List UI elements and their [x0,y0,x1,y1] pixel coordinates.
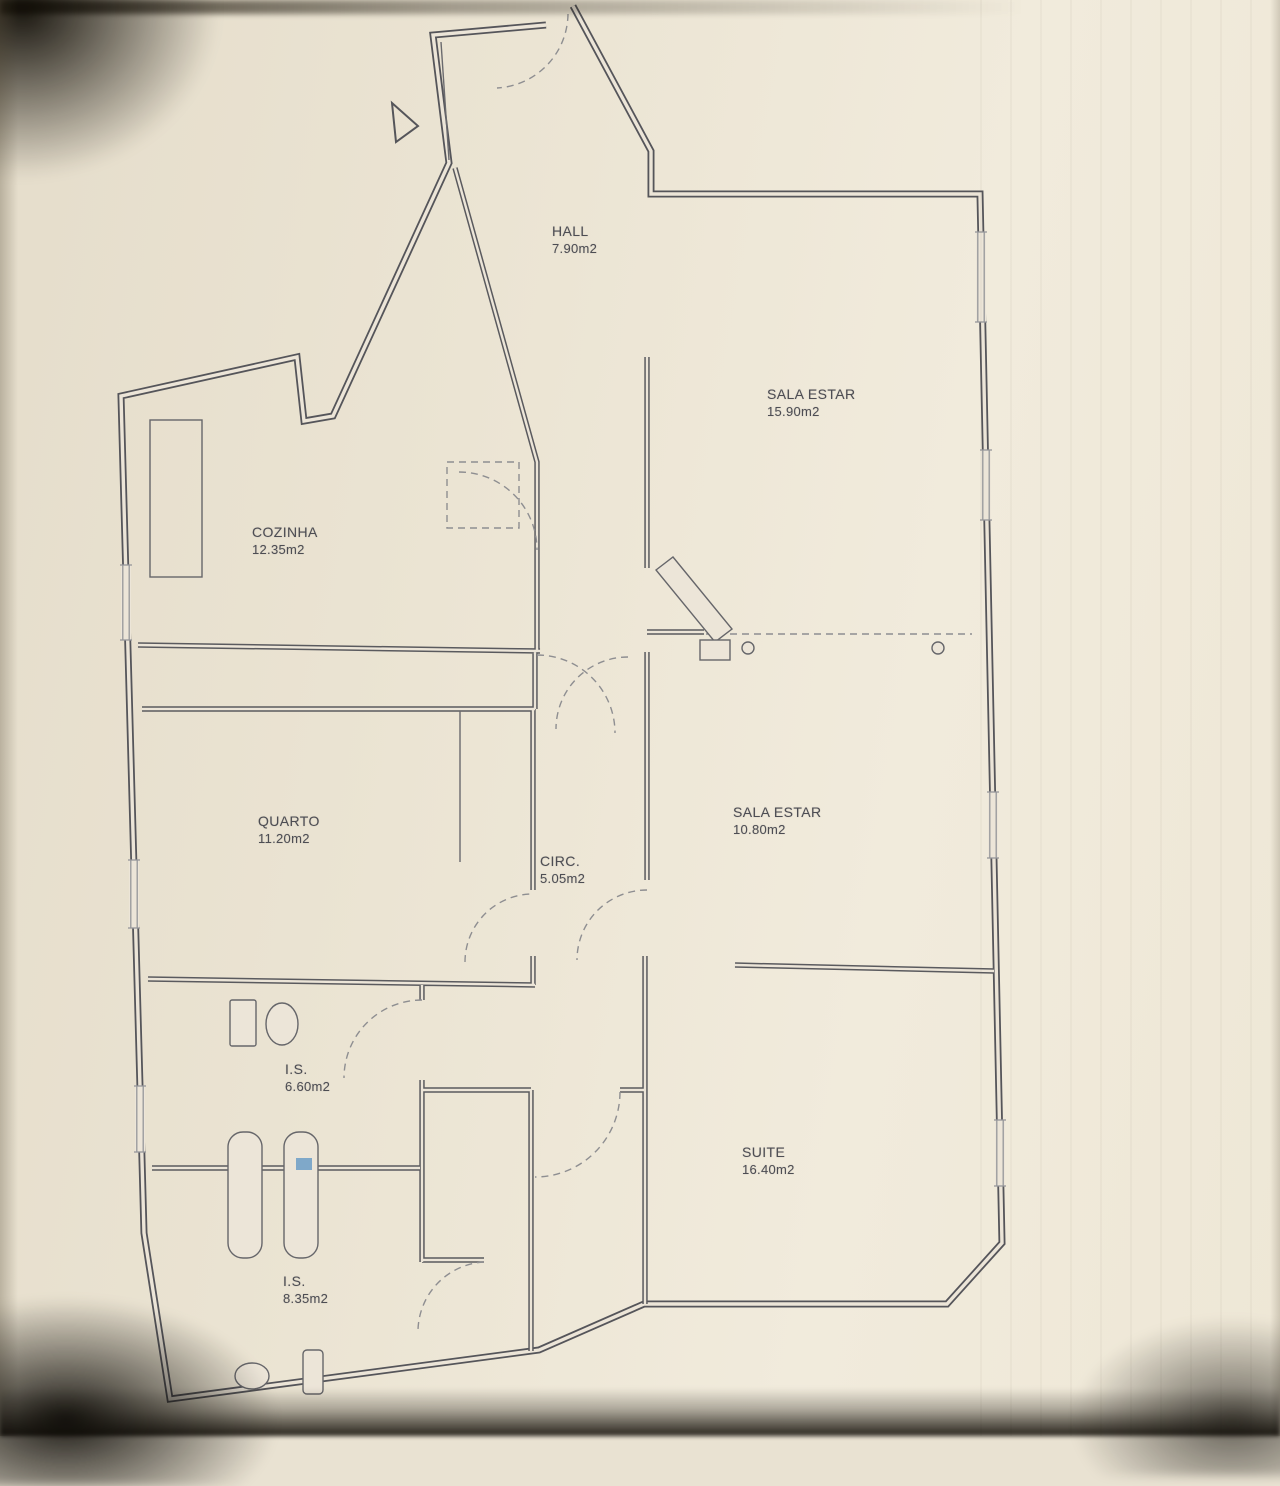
entrance-door-arc [496,13,569,89]
floorplan-drawing [0,0,1006,1436]
is2-door-arc [417,1261,485,1331]
shower-fixture-1 [227,1131,263,1259]
circ-door-arc-1 [536,654,616,734]
fixtures [149,41,945,1395]
interior-walls [138,168,994,1351]
kitchen-door-arc [458,471,538,551]
quarto-door-arc [464,893,534,963]
hall-closet-dashed [446,461,520,529]
sala2-door-arc [576,889,648,961]
vestibule-inner-line [440,41,450,161]
shower-fixture-2 [283,1131,319,1259]
bathroom-column [302,1349,324,1395]
open-door-leaf [654,556,734,643]
is1-door-arc [343,999,423,1079]
column-circle-left [741,641,755,655]
column-circle-right [931,641,945,655]
toilet-cistern [229,999,257,1047]
windows [120,231,1006,1187]
toilet-bowl [265,1002,299,1046]
door-swings [343,13,972,1331]
door-hinge-block [699,639,731,661]
washbasin [234,1362,270,1390]
entry-arrow-icon [390,100,420,144]
suite-door-arc [534,1091,621,1178]
blue-fixture-mark [296,1158,312,1170]
kitchen-counter [149,419,203,578]
circ-door-arc-2 [555,656,629,730]
